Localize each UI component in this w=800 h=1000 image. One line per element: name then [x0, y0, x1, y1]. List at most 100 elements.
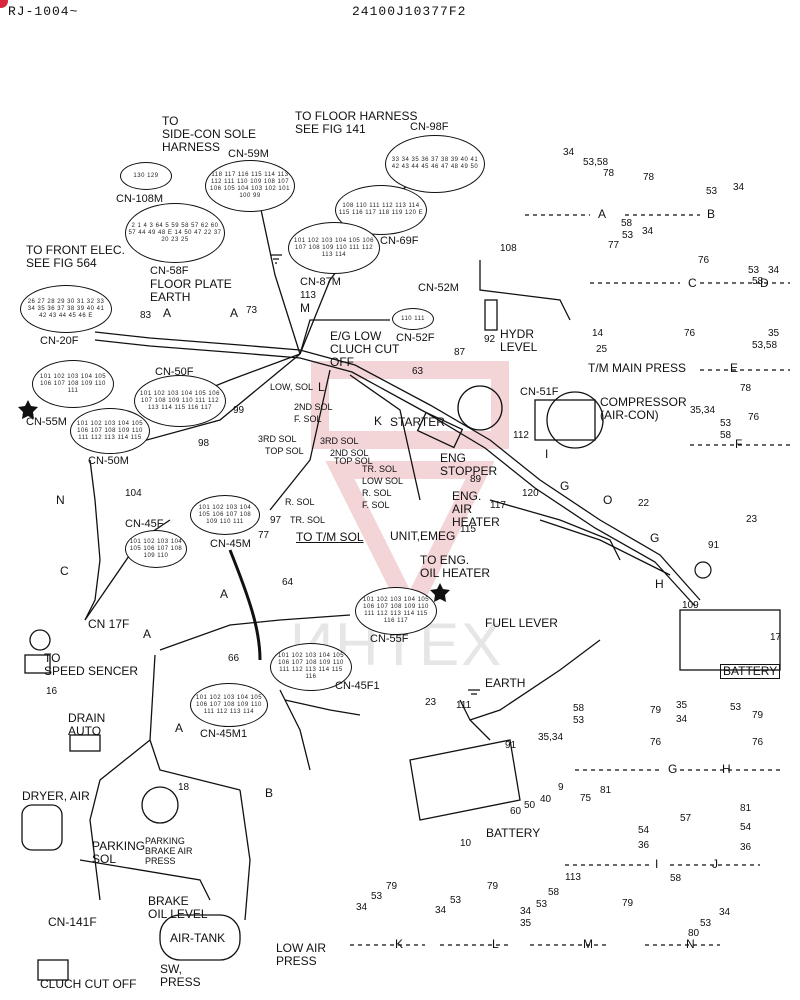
label-tr-sol-b: TR. SOL [290, 515, 326, 525]
label-unit-emeg: UNIT,EMEG [390, 529, 456, 543]
label-tr-sol-a: TR. SOL [362, 464, 398, 474]
connector-label-cn45m: CN-45M [210, 538, 251, 550]
connector-cn45f1: 101 102 103 104 105 106 107 108 109 110 … [270, 643, 352, 691]
branch-speed-sensor [84, 459, 101, 621]
callout-9: 9 [558, 782, 564, 793]
branch-g [539, 519, 671, 576]
callout-83: 83 [140, 310, 152, 321]
detail-letter-l: L [492, 937, 499, 951]
connector-label-cn59m: CN-59M [228, 148, 269, 160]
label-to-tm-sol: TO T/M SOL [296, 530, 364, 544]
connector-label-cn50f: CN-50F [155, 366, 194, 378]
connector-label-cn58f: CN-58F [150, 265, 189, 277]
label-parking-sol: PARKING SOL [92, 839, 146, 866]
callout-113: 113 [300, 290, 316, 301]
connector-cn45m1: 101 102 103 104 105 106 107 108 109 110 … [190, 683, 268, 727]
callout-79b: 79 [752, 710, 764, 721]
callout-89: 89 [470, 474, 482, 485]
label-parking-brake: PARKING BRAKE AIR PRESS [145, 836, 193, 866]
harness-point-c: C [60, 564, 69, 578]
callout-53i: 53 [536, 899, 548, 910]
main-harness-trunk [94, 331, 701, 601]
label-hydr-level: HYDR LEVEL [500, 327, 538, 354]
callout-53h: 53 [450, 895, 462, 906]
harness-point-h: H [655, 577, 664, 591]
main-harness-trunk-2 [94, 339, 696, 607]
harness-point-b: B [265, 786, 274, 800]
connector-cn50f: 101 102 103 104 105 106 107 108 109 110 … [134, 375, 226, 427]
label-top-sol-b: TOP SOL [334, 456, 373, 466]
connector-cn20f: 26 27 28 29 30 31 32 33 34 35 36 37 38 3… [20, 285, 112, 333]
callout-34f: 34 [356, 902, 368, 913]
connector-cn87m: 101 102 103 104 105 106 107 108 109 110 … [288, 222, 380, 274]
detail-letter-k: K [395, 937, 404, 951]
callout-104: 104 [125, 488, 142, 499]
label-drain-auto: DRAIN AUTO [68, 711, 106, 738]
callout-66: 66 [228, 653, 240, 664]
callout-76d: 76 [650, 737, 662, 748]
star-marker-center [430, 583, 450, 602]
callout-111: 111 [456, 700, 472, 711]
callout-53e: 53 [573, 715, 585, 726]
callout-16: 16 [46, 686, 58, 697]
label-low-air: LOW AIR PRESS [276, 941, 327, 968]
connector-cn59m: 118 117 116 115 114 113 112 111 110 109 … [205, 160, 295, 212]
connector-cn55m: 101 102 103 104 105 106 107 108 109 110 … [32, 360, 114, 408]
callout-35b: 35 [676, 700, 688, 711]
callout-58: 58 [621, 218, 633, 229]
callout-53c: 53 [748, 265, 760, 276]
harness-point-a4: A [143, 627, 152, 641]
label-sw-press: SW, PRESS [160, 962, 201, 989]
callout-58b: 58 [752, 276, 764, 287]
label-eng-air-heater: ENG. AIR HEATER [452, 489, 500, 529]
label-air-tank: AIR-TANK [170, 931, 226, 945]
label-earth: EARTH [485, 676, 526, 690]
detail-letter-e: E [730, 361, 739, 375]
callout-115: 115 [460, 524, 476, 535]
callout-79d: 79 [487, 881, 499, 892]
connector-cn45f: 101 102 103 104 105 106 107 108 109 110 [125, 530, 187, 568]
callout-23b: 23 [425, 697, 437, 708]
callout-79e: 79 [622, 898, 634, 909]
callout-14: 14 [592, 328, 604, 339]
callout-108: 108 [500, 243, 517, 254]
callout-57: 57 [680, 813, 692, 824]
callout-34e: 34 [676, 714, 688, 725]
harness-point-n: N [56, 493, 65, 507]
harness-point-i: I [545, 447, 549, 461]
label-to-side-con: TO SIDE-CON SOLE HARNESS [162, 114, 257, 154]
branch-lower [149, 654, 241, 791]
harness-point-o: O [603, 493, 613, 507]
detail-letter-d: D [760, 276, 769, 290]
connector-label-cn50m: CN-50M [88, 455, 129, 467]
detail-letter-f: F [735, 437, 743, 451]
callout-53d: 53 [720, 418, 732, 429]
callout-36: 36 [638, 840, 650, 851]
callout-53-58b: 53,58 [752, 340, 778, 351]
callout-91: 91 [708, 540, 720, 551]
callout-34c: 34 [642, 226, 654, 237]
starter-shape [416, 411, 464, 449]
battery-lower [409, 739, 521, 821]
connector-cn45m: 101 102 103 104 105 106 107 108 109 110 … [190, 495, 260, 535]
callout-34i: 34 [719, 907, 731, 918]
callout-17: 17 [770, 632, 782, 643]
callout-58c: 58 [720, 430, 732, 441]
page-corner-marker [0, 0, 8, 8]
callout-78c: 78 [740, 383, 752, 394]
label-low-sol-b: LOW SOL [362, 476, 404, 486]
connector-label-cn45m1: CN-45M1 [200, 728, 248, 740]
callout-53: 53 [706, 186, 718, 197]
label-battery-lower: BATTERY [486, 826, 541, 840]
detail-letter-m: M [583, 937, 593, 951]
connector-cn55f: 101 102 103 104 105 106 107 108 109 110 … [355, 587, 437, 635]
branch-dryer [89, 739, 151, 901]
branch-brake-oil [79, 859, 211, 901]
callout-34: 34 [563, 147, 575, 158]
label-2nd-sol-b: 2ND SOL [330, 448, 369, 458]
callout-40: 40 [540, 794, 552, 805]
detail-letter-b: B [707, 207, 716, 221]
callout-53g: 53 [371, 891, 383, 902]
harness-point-m: M [300, 301, 310, 315]
connector-label-cn20f: CN-20F [40, 335, 79, 347]
